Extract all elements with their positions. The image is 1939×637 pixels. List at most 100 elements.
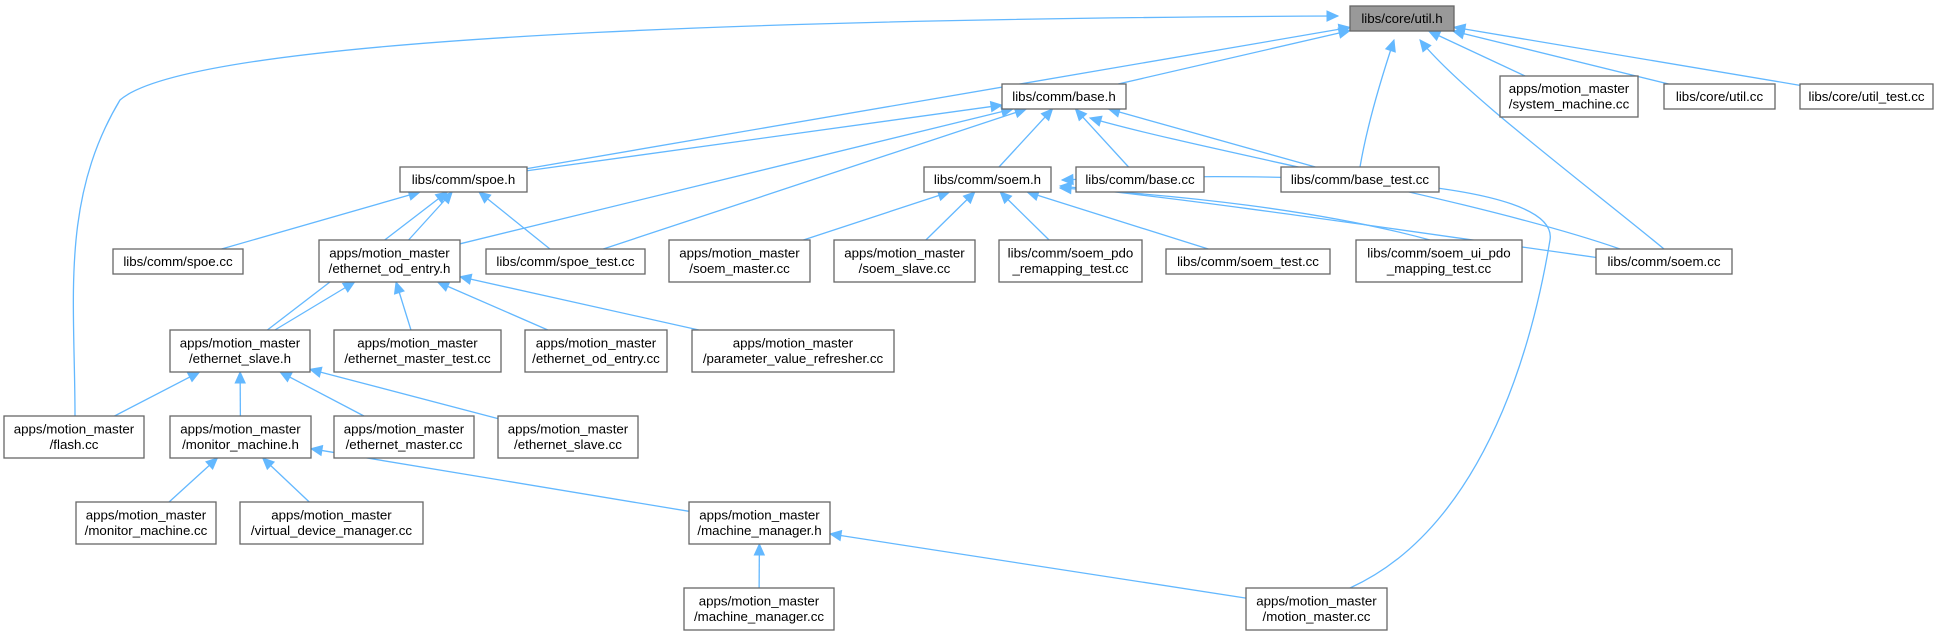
edge-base_cc-to-base_h: [1074, 108, 1130, 168]
node-box: [524, 329, 668, 373]
node-box: [333, 415, 475, 459]
node-mm-h[interactable]: apps/motion_master/machine_manager.h: [688, 501, 831, 545]
node-monitor-cc[interactable]: apps/motion_master/monitor_machine.cc: [75, 501, 217, 545]
node-vdm[interactable]: apps/motion_master/virtual_device_manage…: [239, 501, 424, 545]
node-label-line: apps/motion_master: [679, 246, 800, 261]
node-eth-master-test[interactable]: apps/motion_master/ethernet_master_test.…: [333, 329, 502, 373]
node-eth-od-h[interactable]: apps/motion_master/ethernet_od_entry.h: [318, 239, 461, 283]
edge-spoe_test-to-spoe_h: [478, 191, 551, 250]
edge-spoe_h-to-util_h-arrowhead: [1337, 23, 1352, 36]
node-label-line: /machine_manager.cc: [694, 609, 824, 624]
node-label-line: apps/motion_master: [733, 336, 854, 351]
node-label-line: libs/comm/soem.cc: [1607, 254, 1720, 269]
edge-eth_master_cc-to-eth_slave_h: [279, 371, 365, 417]
node-box: [833, 239, 976, 283]
edge-base_test-to-util_h: [1359, 39, 1395, 168]
node-box: [1499, 75, 1639, 118]
node-box: [3, 415, 145, 459]
edge-soem_master-to-soem_h: [803, 191, 950, 241]
node-system-machine[interactable]: apps/motion_master/system_machine.cc: [1499, 75, 1639, 118]
node-box: [318, 239, 461, 283]
node-box: [169, 329, 311, 373]
node-eth-slave-cc[interactable]: apps/motion_master/ethernet_slave.cc: [497, 415, 639, 459]
node-box: [497, 415, 639, 459]
node-label-line: apps/motion_master: [180, 422, 301, 437]
node-motion-master[interactable]: apps/motion_master/motion_master.cc: [1245, 587, 1388, 631]
node-spoe-h[interactable]: libs/comm/spoe.h: [399, 166, 528, 193]
node-monitor-h[interactable]: apps/motion_master/monitor_machine.h: [169, 415, 312, 459]
node-util-h[interactable]: libs/core/util.h: [1349, 5, 1455, 32]
edge-spoe_test-to-base_h: [603, 108, 1027, 250]
node-eth-od-cc[interactable]: apps/motion_master/ethernet_od_entry.cc: [524, 329, 668, 373]
node-mm-cc[interactable]: apps/motion_master/machine_manager.cc: [683, 587, 835, 631]
node-label-line: libs/comm/base.h: [1012, 89, 1115, 104]
node-box: [1245, 587, 1388, 631]
edge-param_refresher-to-eth_od_h: [459, 276, 699, 331]
node-box: [1349, 5, 1455, 32]
edge-spoe_h-to-base_h: [526, 104, 1003, 172]
node-soem-pdo[interactable]: libs/comm/soem_pdo_remapping_test.cc: [998, 239, 1143, 283]
edge-flash-to-eth_slave_h: [114, 371, 200, 417]
node-box: [1001, 83, 1127, 110]
node-util-test[interactable]: libs/core/util_test.cc: [1799, 83, 1934, 110]
edge-system_machine-to-util_h: [1428, 30, 1526, 77]
node-box: [1075, 166, 1205, 193]
edge-spoe_test-to-spoe_h-arrowhead: [478, 191, 492, 204]
edge-soem_cc-to-base_h-arrowhead: [1088, 115, 1103, 127]
edges-layer: [72, 10, 1801, 599]
node-box: [923, 166, 1052, 193]
node-param-refresher[interactable]: apps/motion_master/parameter_value_refre…: [691, 329, 895, 373]
edge-soem_test-to-soem_h: [1027, 191, 1209, 250]
node-eth-slave-h[interactable]: apps/motion_master/ethernet_slave.h: [169, 329, 311, 373]
node-label-line: /ethernet_slave.h: [189, 351, 291, 366]
edge-eth_od_h-to-spoe_h-arrowhead: [440, 191, 453, 205]
node-label-line: /ethernet_od_entry.cc: [532, 351, 660, 366]
node-base-h[interactable]: libs/comm/base.h: [1001, 83, 1127, 110]
node-box: [1165, 248, 1331, 275]
node-box: [75, 501, 217, 545]
edge-eth_slave_h-to-eth_od_h-arrowhead: [341, 281, 356, 293]
node-soem-test[interactable]: libs/comm/soem_test.cc: [1165, 248, 1331, 275]
node-label-line: /flash.cc: [50, 437, 99, 452]
node-soem-cc[interactable]: libs/comm/soem.cc: [1595, 248, 1733, 275]
node-label-line: apps/motion_master: [1509, 81, 1630, 96]
edge-system_machine-to-util_h-arrowhead: [1427, 30, 1442, 42]
edge-soem_h-to-base_h: [998, 108, 1053, 168]
edge-eth_od_h-to-base_h: [459, 108, 1013, 245]
node-box: [169, 415, 312, 459]
edge-base_cc-to-base_h-arrowhead: [1074, 108, 1088, 122]
node-label-line: apps/motion_master: [508, 422, 629, 437]
node-label-line: /motion_master.cc: [1263, 609, 1371, 624]
node-label-line: apps/motion_master: [329, 246, 450, 261]
edge-soem_h-to-base_h-arrowhead: [1040, 108, 1054, 122]
edge-soem_cc-to-util_h: [1419, 39, 1665, 250]
node-label-line: libs/comm/soem_ui_pdo: [1367, 246, 1510, 261]
edge-base_test-to-base_h: [1108, 108, 1316, 168]
node-label-line: apps/motion_master: [844, 246, 965, 261]
node-label-line: /parameter_value_refresher.cc: [703, 351, 884, 366]
edge-eth_slave_h-to-eth_od_h: [274, 281, 355, 331]
node-soem-ui[interactable]: libs/comm/soem_ui_pdo_mapping_test.cc: [1355, 239, 1523, 283]
edge-vdm-to-monitor_h-arrowhead: [261, 457, 276, 471]
edge-flash-to-util_h-arrowhead: [1326, 10, 1340, 22]
node-util-cc[interactable]: libs/core/util.cc: [1663, 83, 1776, 110]
node-box: [688, 501, 831, 545]
node-box: [668, 239, 811, 283]
node-eth-master-cc[interactable]: apps/motion_master/ethernet_master.cc: [333, 415, 475, 459]
edge-motion_master-to-soem_h-arrowhead: [1060, 173, 1074, 186]
edge-motion_master-to-soem_h: [1061, 175, 1551, 589]
node-spoe-cc[interactable]: libs/comm/spoe.cc: [112, 248, 244, 275]
node-base-test[interactable]: libs/comm/base_test.cc: [1280, 166, 1440, 193]
node-label-line: /soem_slave.cc: [859, 261, 951, 276]
node-soem-slave[interactable]: apps/motion_master/soem_slave.cc: [833, 239, 976, 283]
node-box: [1663, 83, 1776, 110]
node-box: [239, 501, 424, 545]
node-base-cc[interactable]: libs/comm/base.cc: [1075, 166, 1205, 193]
node-label-line: apps/motion_master: [699, 508, 820, 523]
node-label-line: libs/core/util_test.cc: [1808, 89, 1924, 104]
node-box: [683, 587, 835, 631]
node-soem-master[interactable]: apps/motion_master/soem_master.cc: [668, 239, 811, 283]
node-soem-h[interactable]: libs/comm/soem.h: [923, 166, 1052, 193]
node-spoe-test[interactable]: libs/comm/spoe_test.cc: [485, 248, 646, 275]
node-flash[interactable]: apps/motion_master/flash.cc: [3, 415, 145, 459]
